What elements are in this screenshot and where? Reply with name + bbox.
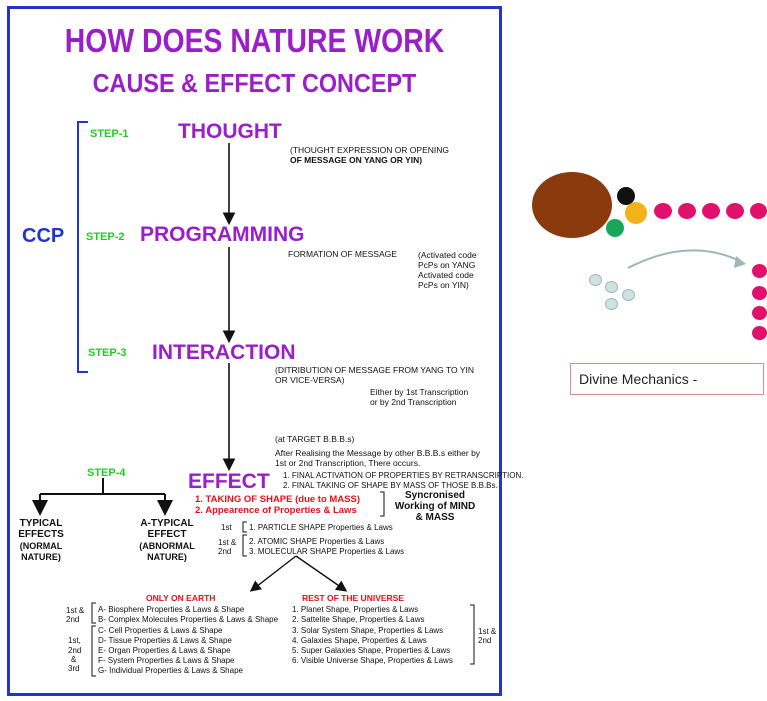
atypical-4: NATURE) <box>147 552 187 562</box>
step-interaction: INTERACTION <box>152 341 296 364</box>
universe-title: REST OF THE UNIVERSE <box>302 593 405 603</box>
poster-subtitle: CAUSE & EFFECT CONCEPT <box>92 68 417 98</box>
taking-shape: 1. TAKING OF SHAPE (due to MASS) <box>195 494 361 505</box>
earth-item-b: B- Complex Molecules Properties & Laws &… <box>98 615 279 624</box>
sync-2: Working of MIND <box>394 501 476 512</box>
universe-item-5: 5. Super Galaxies Shape, Properties & La… <box>292 646 451 655</box>
typical-4: NATURE) <box>21 552 61 562</box>
step-4-label: STEP-4 <box>87 467 126 479</box>
realise-note-2: 1st or 2nd Transcription, There occurs. <box>275 458 421 468</box>
earth-g2-label-c: & <box>71 655 77 664</box>
universe-item-6: 6. Visible Universe Shape, Properties & … <box>292 656 453 665</box>
atypical-3: (ABNORMAL <box>139 541 195 551</box>
typical-3: (NORMAL <box>19 541 63 551</box>
step-effect: EFFECT <box>188 470 270 493</box>
level-1st: 1st <box>221 523 232 532</box>
universe-label-a: 1st & <box>478 627 497 636</box>
earth-item-e: E- Organ Properties & Laws & Shape <box>98 646 231 655</box>
inter-note-1: (DITRIBUTION OF MESSAGE FROM YANG TO YIN <box>275 365 474 375</box>
earth-g1-label-b: 2nd <box>66 615 80 624</box>
target-note: (at TARGET B.B.B.s) <box>275 434 355 444</box>
final-2: 2. FINAL TAKING OF SHAPE BY MASS OF THOS… <box>283 481 498 490</box>
chain-particle-4 <box>726 203 744 219</box>
chain-particle-5 <box>750 203 767 219</box>
earth-g1-label-a: 1st & <box>66 606 85 615</box>
realise-note-1: After Realising the Message by other B.B… <box>275 448 481 458</box>
earth-g2-label-a: 1st, <box>68 636 81 645</box>
earth-item-f: F- System Properties & Laws & Shape <box>98 656 235 665</box>
step-1-label: STEP-1 <box>90 128 129 140</box>
shape-1: 1. PARTICLE SHAPE Properties & Laws <box>249 523 393 532</box>
step-thought: THOUGHT <box>178 120 282 143</box>
ccp-bracket <box>77 121 88 373</box>
earth-item-d: D- Tissue Properties & Laws & Shape <box>98 636 232 645</box>
universe-item-1: 1. Planet Shape, Properties & Laws <box>292 605 419 614</box>
universe-item-4: 4. Galaxies Shape, Properties & Laws <box>292 636 427 645</box>
earth-item-c: C- Cell Properties & Laws & Shape <box>98 626 223 635</box>
level-1st-2nd-b: 2nd <box>218 547 232 556</box>
prog-note-1: FORMATION OF MESSAGE <box>288 249 397 259</box>
typical-1: TYPICAL <box>19 518 63 529</box>
green-particle <box>606 219 624 237</box>
column-particle-4 <box>752 326 767 340</box>
shape-3: 3. MOLECULAR SHAPE Properties & Laws <box>249 547 405 556</box>
column-particle-1 <box>752 264 767 278</box>
earth-title: ONLY ON EARTH <box>146 593 216 603</box>
large-brown-particle <box>532 172 612 238</box>
step-3-label: STEP-3 <box>88 347 127 359</box>
earth-item-g: G- Individual Properties & Laws & Shape <box>98 666 243 675</box>
atypical-2: EFFECT <box>147 529 187 540</box>
prog-note-4: Activated code <box>418 270 474 280</box>
thought-note-2: OF MESSAGE ON YANG OR YIN) <box>290 155 423 165</box>
universe-item-3: 3. Solar System Shape, Properties & Laws <box>292 626 444 635</box>
inter-note-3: Either by 1st Transcription <box>370 387 469 397</box>
sync-1: Syncronised <box>404 490 466 501</box>
prog-note-3: PcPs on YANG <box>418 260 476 270</box>
typical-2: EFFECTS <box>18 529 64 540</box>
small-particle-3 <box>622 289 635 301</box>
column-particle-2 <box>752 286 767 300</box>
black-particle <box>617 187 635 205</box>
chain-particle-1 <box>654 203 672 219</box>
prog-note-2: (Activated code <box>418 250 477 260</box>
chain-particle-2 <box>678 203 696 219</box>
small-particle-1 <box>589 274 602 286</box>
shape-2: 2. ATOMIC SHAPE Properties & Laws <box>249 537 385 546</box>
inter-note-4: or by 2nd Transcription <box>370 397 457 407</box>
earth-g2-label-d: 3rd <box>68 664 80 673</box>
universe-item-2: 2. Sattelite Shape, Properties & Laws <box>292 615 425 624</box>
sync-3: & MASS <box>415 512 455 523</box>
atypical-1: A-TYPICAL <box>140 518 194 529</box>
chain-particle-3 <box>702 203 720 219</box>
poster-title: HOW DOES NATURE WORK <box>64 22 445 59</box>
earth-item-a: A- Biosphere Properties & Laws & Shape <box>98 605 245 614</box>
small-particle-2 <box>605 281 618 293</box>
universe-label-b: 2nd <box>478 636 492 645</box>
thought-note-1: (THOUGHT EXPRESSION OR OPENING <box>290 145 450 155</box>
appearance: 2. Appearence of Properties & Laws <box>195 505 357 516</box>
step-programming: PROGRAMMING <box>140 223 305 246</box>
column-particle-3 <box>752 306 767 320</box>
divine-mechanics-caption: Divine Mechanics - <box>570 363 764 395</box>
small-particle-4 <box>605 298 618 310</box>
yellow-particle <box>625 202 647 224</box>
prog-note-5: PcPs on YIN) <box>418 280 469 290</box>
level-1st-2nd-a: 1st & <box>218 538 237 547</box>
step-2-label: STEP-2 <box>86 231 125 243</box>
earth-g2-label-b: 2nd <box>68 646 82 655</box>
final-1: 1. FINAL ACTIVATION OF PROPERTIES BY RET… <box>283 471 524 480</box>
ccp-label: CCP <box>22 225 65 247</box>
inter-note-2: OR VICE-VERSA) <box>275 375 345 385</box>
